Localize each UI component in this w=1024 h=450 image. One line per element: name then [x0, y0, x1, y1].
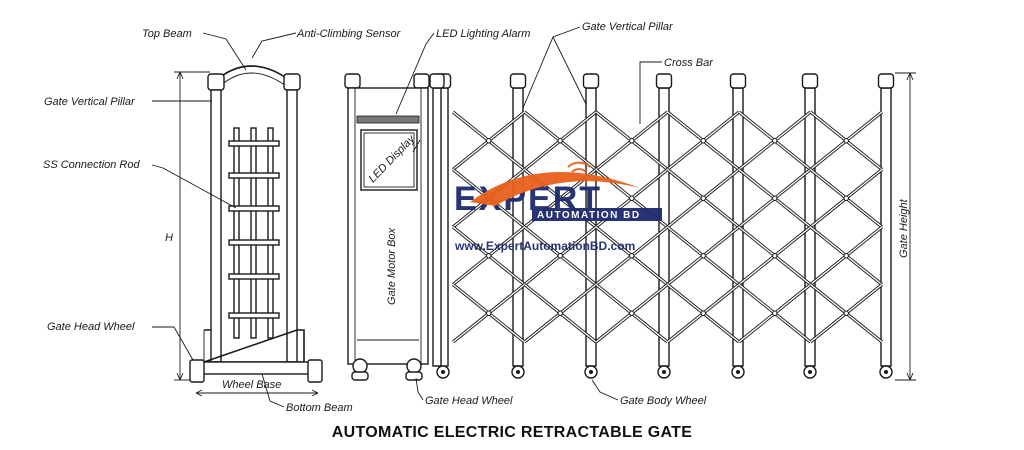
pillar-cap-left	[207, 73, 225, 91]
label-gate-height: Gate Height	[898, 198, 910, 258]
pivot-rivet	[772, 195, 778, 201]
pillar-cap-motor-left	[344, 73, 361, 89]
pivot-rivet	[772, 310, 778, 316]
side-head-wheel-right	[307, 359, 323, 383]
diagram-title: AUTOMATIC ELECTRIC RETRACTABLE GATE	[332, 424, 692, 441]
pivot-rivet	[486, 253, 492, 259]
led-display-panel	[360, 129, 418, 191]
watermark-swoosh	[470, 171, 640, 206]
side-pillar-right	[286, 89, 298, 363]
watermark-url: www.ExpertAutomationBD.com	[454, 239, 635, 253]
pivot-rivet	[700, 195, 706, 201]
pivot-rivet	[557, 310, 563, 316]
wheel-hub	[441, 370, 445, 374]
pivot-rivet	[629, 310, 635, 316]
wheel-hub	[884, 370, 888, 374]
pillar-cap	[429, 73, 445, 89]
pivot-rivet	[629, 253, 635, 259]
pivot-rivet	[772, 253, 778, 259]
pivot-rivet	[629, 195, 635, 201]
motor-box-wheels	[351, 358, 423, 381]
label-wheel-base: Wheel Base	[222, 379, 281, 391]
label-ss-connection-rod: SS Connection Rod	[43, 159, 140, 171]
label-gate-motor-box: Gate Motor Box	[386, 227, 398, 305]
pillar-cap	[801, 73, 819, 89]
top-beam-arch	[213, 65, 293, 83]
gate-vertical-pillar	[432, 87, 442, 367]
side-pillar-left	[210, 89, 222, 363]
side-cross-plates	[228, 140, 280, 319]
pivot-rivet	[843, 138, 849, 144]
pivot-rivet	[700, 253, 706, 259]
anti-climbing-sensor-strip	[356, 115, 420, 124]
front-view	[344, 72, 916, 381]
label-top-beam: Top Beam	[142, 28, 192, 40]
pivot-rivet	[557, 195, 563, 201]
expert-automation-watermark: EXPERT AUTOMATION BD www.ExpertAutomatio…	[454, 161, 662, 253]
side-head-wheel-left	[189, 359, 205, 383]
pillar-cap	[582, 73, 600, 89]
pivot-rivet	[486, 310, 492, 316]
pillar-cap-right	[283, 73, 301, 91]
pivot-rivet	[557, 253, 563, 259]
pivot-rivet	[772, 138, 778, 144]
pivot-rivet	[843, 310, 849, 316]
label-led-lighting-alarm: LED Lighting Alarm	[436, 28, 530, 40]
label-cross-bar: Cross Bar	[664, 57, 714, 69]
watermark-sub: AUTOMATION BD	[537, 210, 641, 221]
label-gate-body-wheel: Gate Body Wheel	[620, 395, 707, 407]
pillar-cap	[729, 73, 747, 89]
gate-vertical-pillar	[512, 87, 524, 367]
label-gate-head-wheel-bottom: Gate Head Wheel	[425, 395, 513, 407]
pivot-rivet	[486, 138, 492, 144]
label-gate-vertical-pillar-left: Gate Vertical Pillar	[44, 96, 136, 108]
pillar-cap	[509, 73, 527, 89]
pivot-rivet	[700, 310, 706, 316]
gate-vertical-pillar	[880, 87, 892, 367]
pivot-rivet	[629, 138, 635, 144]
pivot-rivet	[843, 253, 849, 259]
pivot-rivet	[843, 195, 849, 201]
side-view	[174, 65, 323, 397]
pivot-rivet	[700, 138, 706, 144]
pillar-cap-motor-right	[413, 73, 430, 89]
wheel-hub	[516, 370, 520, 374]
wheel-hub	[589, 370, 593, 374]
watermark-wifi-icon	[567, 161, 591, 173]
wheel-hub	[736, 370, 740, 374]
label-anti-climbing-sensor: Anti-Climbing Sensor	[296, 28, 402, 40]
wheel-hub	[662, 370, 666, 374]
pillar-cap	[655, 73, 673, 89]
pillar-cap	[877, 73, 895, 89]
ss-rods	[233, 127, 274, 339]
label-h: H	[165, 232, 173, 244]
label-bottom-beam: Bottom Beam	[286, 402, 353, 414]
pivot-rivet	[557, 138, 563, 144]
wheel-hub	[808, 370, 812, 374]
label-gate-vertical-pillar-top: Gate Vertical Pillar	[582, 21, 674, 33]
label-gate-head-wheel-left: Gate Head Wheel	[47, 321, 135, 333]
bottom-beam	[193, 361, 319, 375]
